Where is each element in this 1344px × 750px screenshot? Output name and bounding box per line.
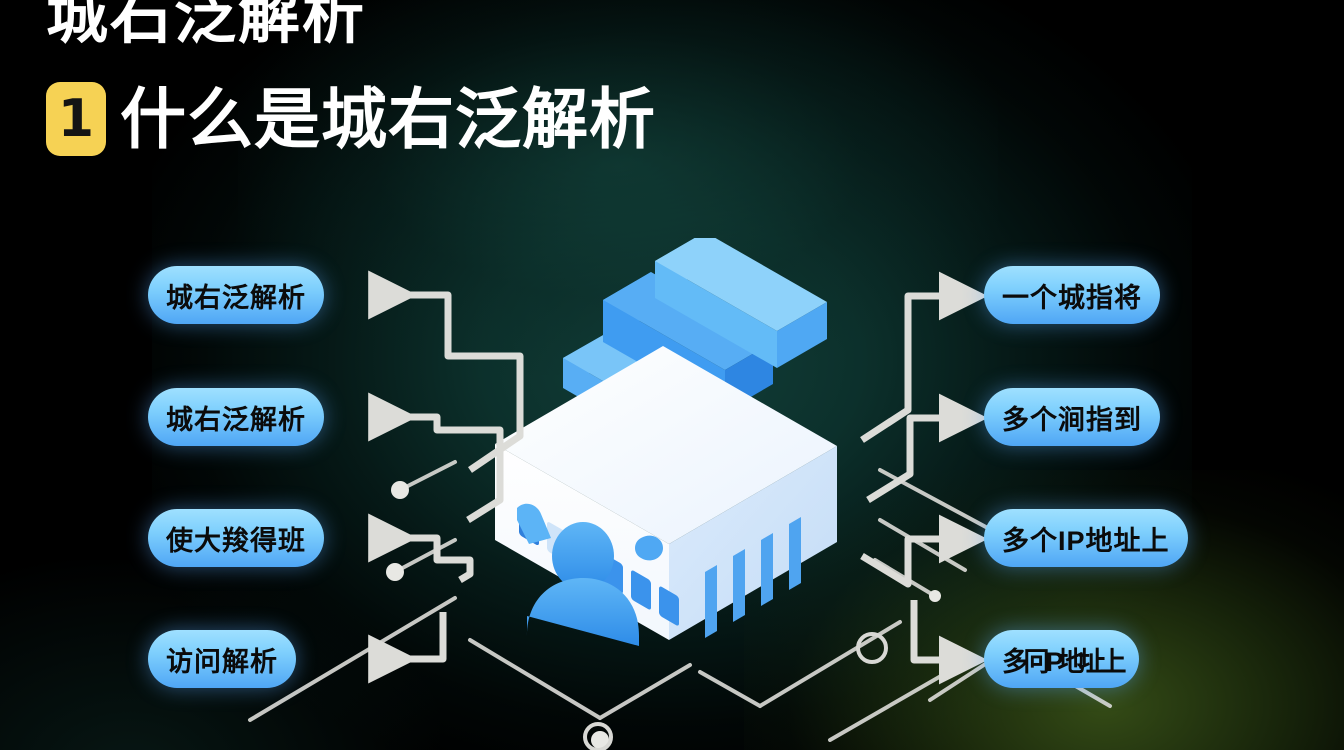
arrow-right-3 [860, 514, 988, 588]
kicker-heading: 城石泛解析 [46, 0, 367, 51]
label-right-2[interactable]: 多个涧指到 [984, 388, 1160, 446]
label-left-3[interactable]: 使大羧得班 [148, 509, 324, 567]
section-number-badge: 1 [46, 82, 106, 156]
arrow-left-2 [368, 392, 504, 523]
arrow-left-4 [368, 612, 447, 684]
label-left-2[interactable]: 城右泛解析 [148, 388, 324, 446]
page-title-text: 什么是城右泛解析 [120, 82, 656, 156]
label-right-3[interactable]: 多个IP地址上 [984, 509, 1188, 567]
arrow-right-2 [866, 393, 988, 503]
label-left-4[interactable]: 访问解析 [148, 630, 296, 688]
arrow-right-4 [910, 600, 988, 685]
label-right-1[interactable]: 一个城指将 [984, 266, 1160, 324]
label-left-1[interactable]: 城右泛解析 [148, 266, 324, 324]
page-title: 1 什么是城右泛解析 [46, 82, 656, 156]
arrow-left-3 [368, 513, 474, 584]
label-right-4[interactable]: 多冋IP地址上 [984, 630, 1139, 688]
